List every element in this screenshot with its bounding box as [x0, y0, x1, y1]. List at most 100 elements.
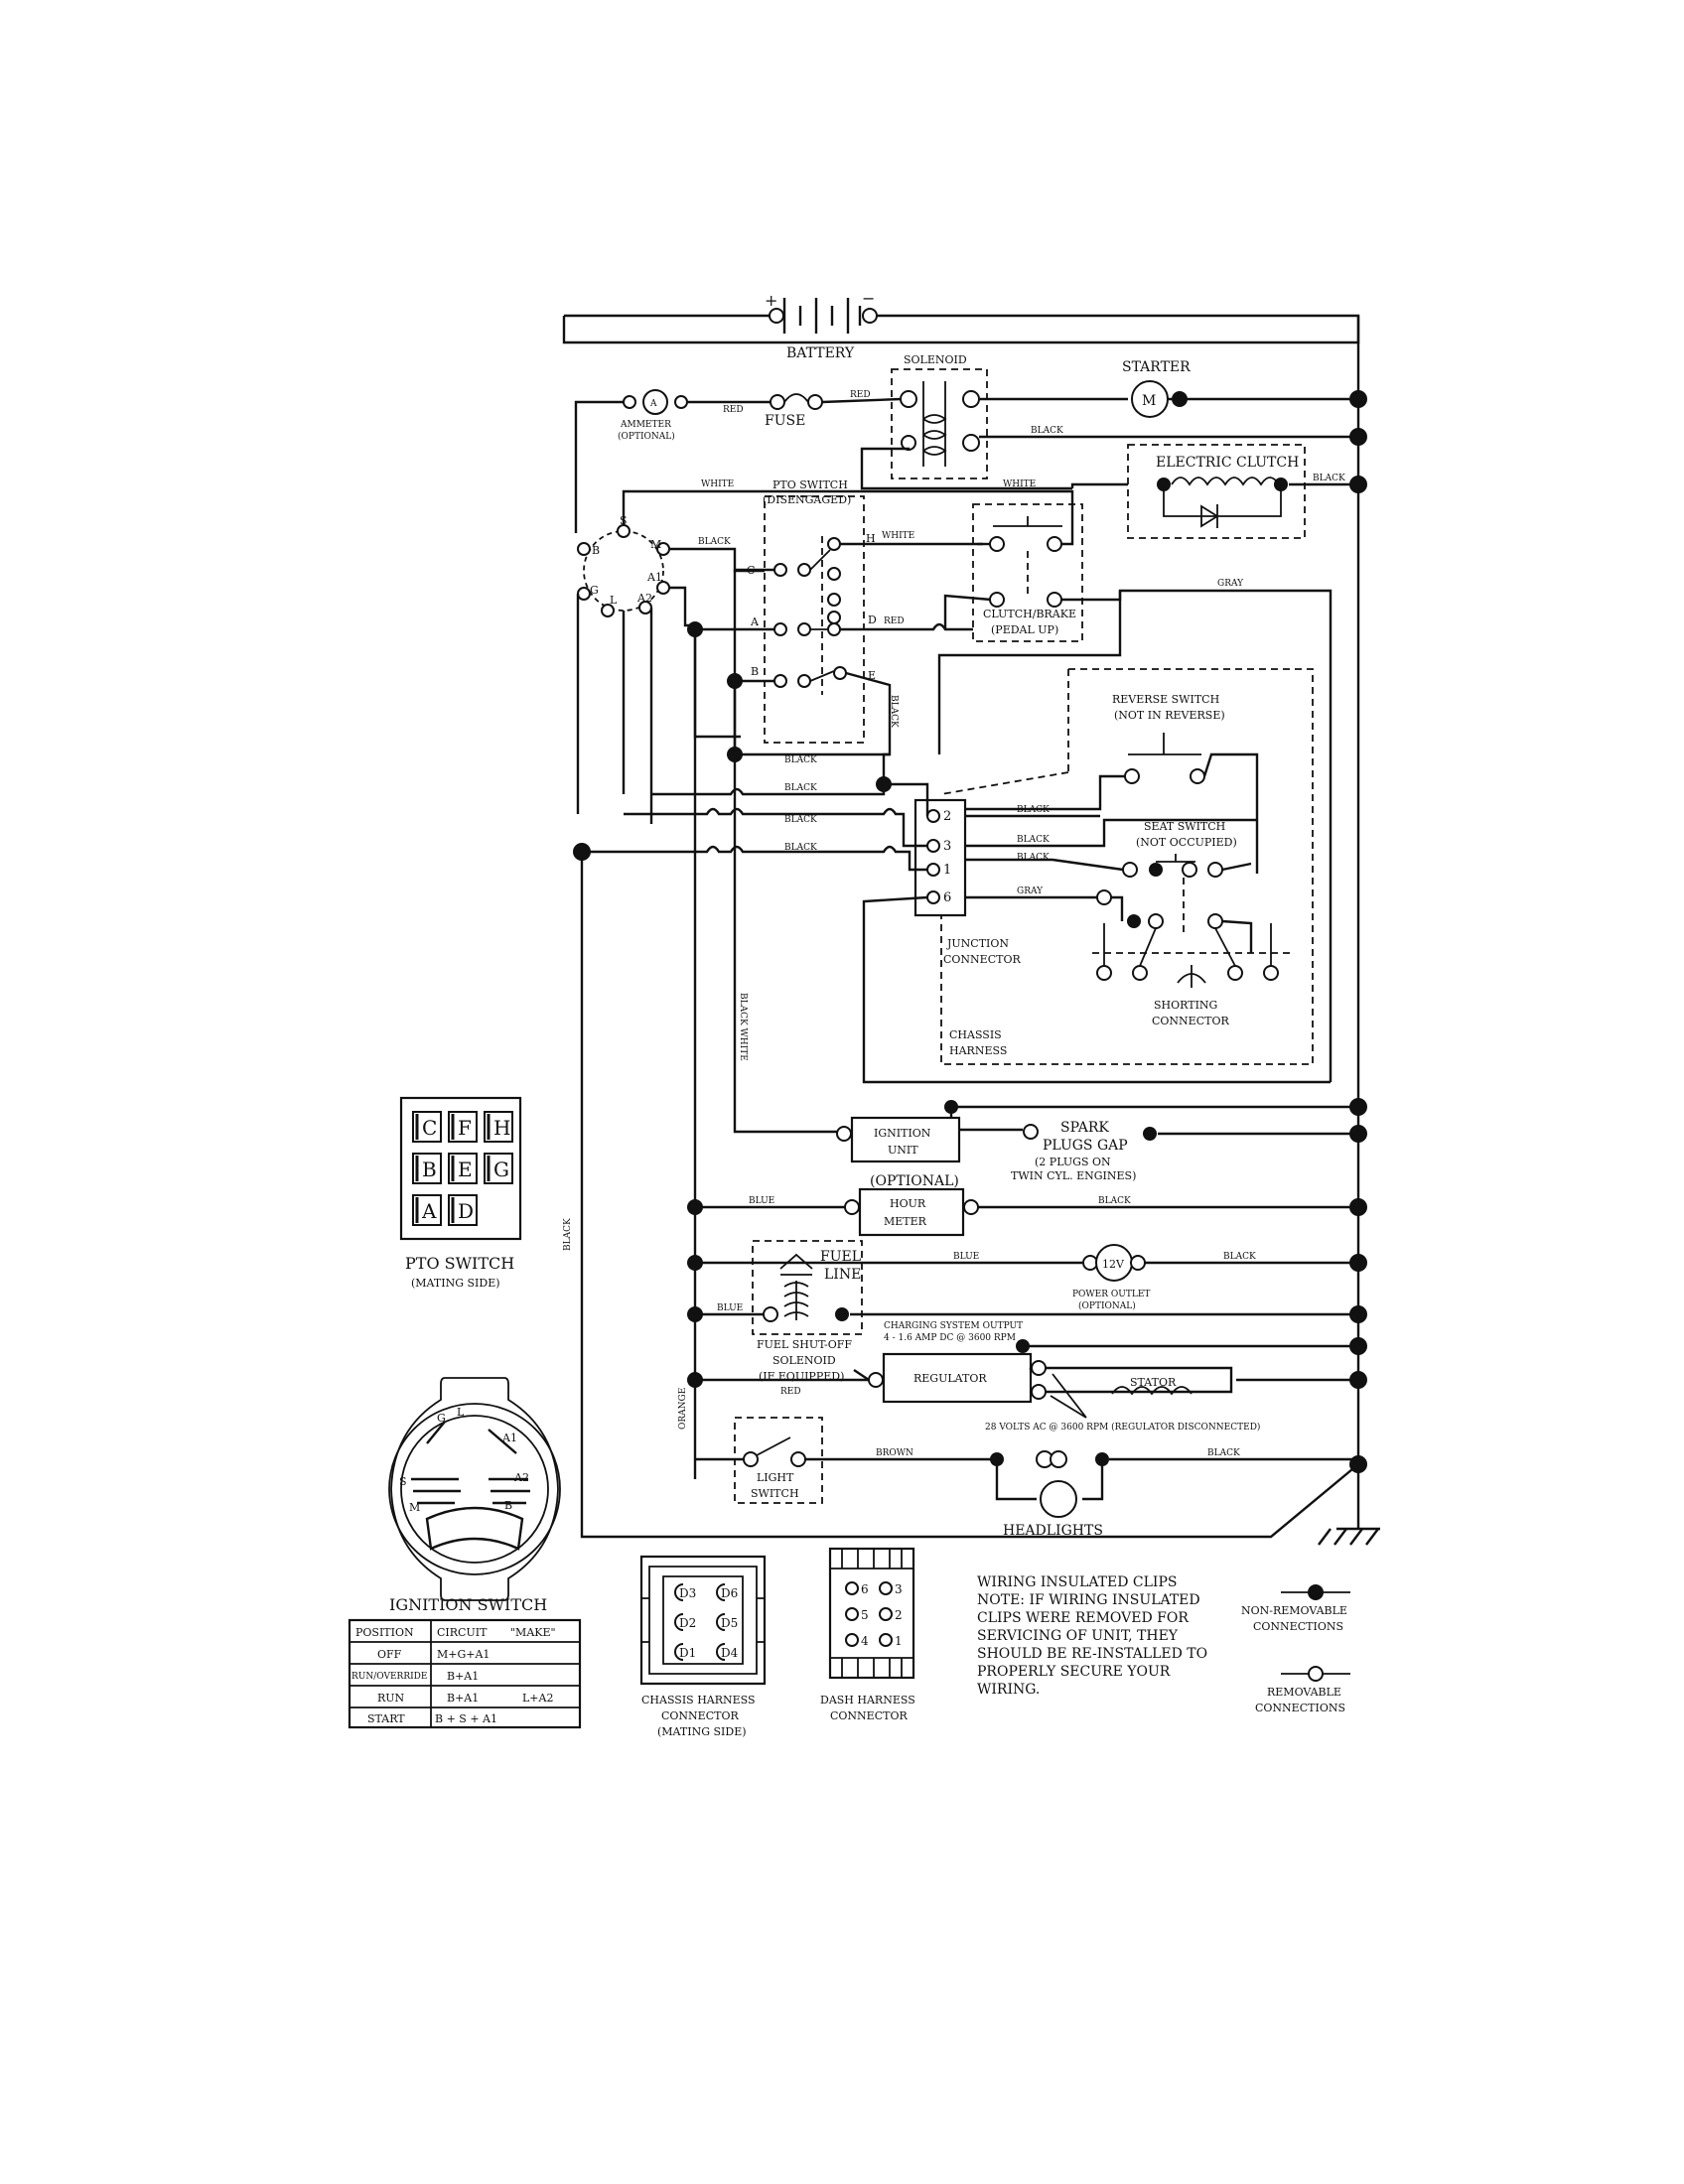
- note-line-5: SHOULD BE RE-INSTALLED TO: [977, 1646, 1207, 1662]
- reverse-label-1: REVERSE SWITCH: [1112, 693, 1219, 706]
- dash-pin: 2: [879, 1607, 903, 1622]
- dash-pin-label: 4: [861, 1634, 869, 1648]
- pto-terminal: A: [412, 1194, 442, 1226]
- pto-terminal: E: [448, 1153, 478, 1184]
- wire-gray-jc6: GRAY: [1017, 887, 1044, 896]
- note-line-3: CLIPS WERE REMOVED FOR: [977, 1610, 1189, 1626]
- wire-blue-po: BLUE: [953, 1252, 979, 1262]
- junction-label-1: JUNCTION: [946, 937, 1009, 950]
- dash-pin-label: 6: [861, 1582, 869, 1596]
- light-switch: LIGHT SWITCH BROWN: [695, 1417, 991, 1504]
- dash-pin-label: 5: [861, 1608, 869, 1622]
- wire-white-cb: WHITE: [1003, 479, 1036, 489]
- ignition-switch-label: IGNITION SWITCH: [389, 1595, 547, 1614]
- stator-volts-label: 28 VOLTS AC @ 3600 RPM (REGULATOR DISCON…: [985, 1422, 1260, 1433]
- pto-terminal-label: C: [422, 1116, 437, 1140]
- wire-white-top: WHITE: [701, 479, 734, 489]
- wire-black-pto: BLACK: [889, 695, 899, 728]
- ignition-unit-label-2: UNIT: [888, 1144, 918, 1157]
- pto-terminal-label: H: [493, 1116, 510, 1140]
- wire-red-pto: RED: [884, 616, 905, 626]
- ign-table-r2-c2: L+A2: [522, 1692, 553, 1705]
- pto-terminal-label: D: [458, 1199, 474, 1223]
- seat-switch: SEAT SWITCH (NOT OCCUPIED) SHORTING CONN…: [1052, 820, 1291, 1027]
- shorting-label-2: CONNECTOR: [1152, 1015, 1229, 1027]
- charging-label-1: CHARGING SYSTEM OUTPUT: [884, 1321, 1023, 1331]
- solenoid: SOLENOID: [891, 353, 988, 479]
- chassis-pin-label: D5: [721, 1616, 738, 1630]
- charging-label-2: 4 - 1.6 AMP DC @ 3600 RPM: [884, 1333, 1016, 1343]
- dash-pin: 3: [879, 1581, 903, 1596]
- chassis-pin: D5: [716, 1613, 738, 1631]
- ign-face-a1: A1: [501, 1432, 517, 1444]
- regulator-label: REGULATOR: [913, 1372, 987, 1385]
- wire-black-jc1: BLACK: [1017, 853, 1050, 863]
- fuel-solenoid: FUEL LINE FUEL SHUT-OFF SOLENOID (IF EQU…: [695, 1240, 1358, 1383]
- pto-terminal: H: [484, 1111, 513, 1143]
- pto-terminal-label: A: [421, 1199, 437, 1223]
- ign-pin-m: M: [650, 538, 661, 551]
- legend-nonremovable-1: NON-REMOVABLE: [1241, 1604, 1347, 1617]
- battery-minus: −: [862, 289, 875, 308]
- reverse-label-2: (NOT IN REVERSE): [1114, 709, 1225, 722]
- headlights-label: HEADLIGHTS: [1003, 1523, 1103, 1539]
- legend: NON-REMOVABLE CONNECTIONS REMOVABLE CONN…: [1241, 1584, 1350, 1714]
- legend-removable-2: CONNECTIONS: [1255, 1702, 1345, 1714]
- ignition-unit-label-1: IGNITION: [874, 1127, 931, 1140]
- ign-face-b: B: [504, 1499, 512, 1512]
- electric-clutch: ELECTRIC CLUTCH BLACK: [1070, 444, 1358, 539]
- ign-face-l: L: [457, 1406, 465, 1419]
- starter-label: STARTER: [1122, 359, 1191, 375]
- hour-meter: (OPTIONAL) HOUR METER BLUE BLACK: [695, 1173, 1358, 1237]
- ign-table-h0: POSITION: [355, 1626, 414, 1639]
- wire-black-b3: BLACK: [784, 815, 817, 825]
- ammeter-label: AMMETER: [620, 420, 671, 430]
- wire-black-m: BLACK: [698, 537, 731, 547]
- ignition-table: POSITION CIRCUIT "MAKE" OFF M+G+A1 RUN/O…: [348, 1618, 582, 1729]
- light-switch-label-1: LIGHT: [757, 1471, 794, 1484]
- chassis-pin-label: D1: [679, 1646, 696, 1660]
- starter: M STARTER BLACK: [860, 359, 1358, 490]
- reverse-switch: REVERSE SWITCH (NOT IN REVERSE): [953, 693, 1259, 874]
- chassis-pin: D4: [716, 1643, 739, 1661]
- wire-red-2: RED: [850, 390, 871, 400]
- chassis-harness-label-1: CHASSIS: [949, 1028, 1002, 1041]
- dash-pin-label: 2: [895, 1608, 903, 1622]
- chassis-pin-label: D4: [721, 1646, 739, 1660]
- chassis-pin-label: D3: [679, 1586, 696, 1600]
- pto-terminal: D: [448, 1194, 478, 1226]
- wire-black-hm: BLACK: [1098, 1196, 1131, 1206]
- ign-face-s: S: [399, 1475, 407, 1488]
- dash-conn-label-1: DASH HARNESS: [820, 1694, 915, 1706]
- ign-table-r1-c1: B+A1: [447, 1670, 479, 1683]
- ign-pin-a1: A1: [646, 571, 662, 584]
- fuel-sol-label-2: SOLENOID: [772, 1354, 836, 1367]
- note-line-4: SERVICING OF UNIT, THEY: [977, 1628, 1179, 1644]
- ign-table-r2-c0: RUN: [377, 1692, 405, 1705]
- spark-label-3: (2 PLUGS ON: [1035, 1156, 1111, 1168]
- chassis-harness-region: CHASSIS HARNESS: [940, 668, 1314, 1065]
- fuel-line-label-1: FUEL: [820, 1249, 861, 1265]
- wire-orange: ORANGE: [678, 1388, 688, 1430]
- dash-pin: 5: [845, 1607, 869, 1622]
- pto-terminal: C: [412, 1111, 442, 1143]
- ignition-unit: IGNITION UNIT SPARK PLUGS GAP (2 PLUGS O…: [836, 1100, 1358, 1182]
- chassis-conn-label-3: (MATING SIDE): [657, 1725, 747, 1738]
- pto-terminal-label: F: [458, 1116, 472, 1140]
- note-line-2: NOTE: IF WIRING INSULATED: [977, 1592, 1200, 1608]
- clutch-brake-label-1: CLUTCH/BRAKE: [983, 608, 1076, 620]
- wire-gray-top: GRAY: [1217, 579, 1244, 589]
- clutch-brake-switch: CLUTCH/BRAKE (PEDAL UP) GRAY: [937, 503, 1333, 1082]
- spark-label-4: TWIN CYL. ENGINES): [1011, 1169, 1136, 1182]
- pto-pin-b: B: [751, 665, 759, 678]
- chassis-pin-label: D2: [679, 1616, 696, 1630]
- hour-meter-label-2: METER: [884, 1215, 927, 1228]
- jc-pin-2: 2: [943, 809, 951, 824]
- wire-red-reg: RED: [780, 1387, 801, 1397]
- pto-terminal: G: [484, 1153, 513, 1184]
- note-line-6: PROPERLY SECURE YOUR: [977, 1664, 1171, 1680]
- pto-label-1: PTO SWITCH: [772, 478, 848, 491]
